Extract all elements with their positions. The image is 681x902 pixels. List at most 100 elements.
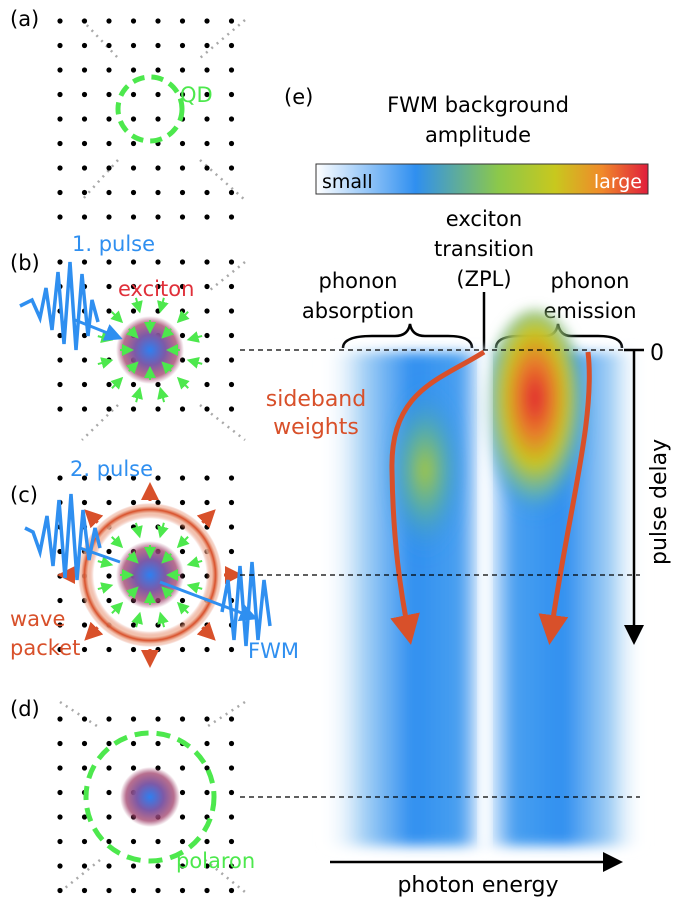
zpl-label-line3: (ZPL) <box>456 267 511 291</box>
lattice-displacement-arrow <box>110 376 124 390</box>
lattice-dot <box>81 646 88 653</box>
lattice-dot <box>106 406 112 412</box>
lattice-dot <box>130 116 137 122</box>
lattice-dot <box>106 765 112 771</box>
lattice-dot <box>81 259 88 265</box>
lattice-dot <box>204 381 210 388</box>
lattice-dot <box>155 18 161 24</box>
zpl-label-line1: exciton <box>446 207 522 231</box>
absorption-label-line2: absorption <box>302 299 414 323</box>
lattice-displacement-arrow <box>125 361 139 375</box>
absorption-hotspot <box>383 380 467 560</box>
lattice-dot <box>81 140 88 147</box>
lattice-dot <box>155 283 161 290</box>
lattice-dot <box>81 765 88 771</box>
sideband-arrow-emission <box>538 351 592 645</box>
lattice-dot <box>204 332 210 339</box>
lattice-dot <box>130 499 137 506</box>
lattice-dot <box>155 42 161 49</box>
lattice-dot <box>81 18 88 24</box>
lattice-dot <box>57 887 63 894</box>
lattice-dot <box>130 259 137 265</box>
lattice-dot <box>81 622 88 628</box>
panel-d-guides <box>59 700 246 893</box>
lattice-dot <box>204 789 210 796</box>
pulse-2-wavepacket <box>24 493 102 581</box>
lattice-dot <box>130 140 137 147</box>
lattice-dot <box>81 67 88 73</box>
lattice-dot <box>130 67 137 73</box>
lattice-dot <box>228 646 235 653</box>
lattice-dot <box>179 18 186 24</box>
lattice-dot <box>57 332 63 339</box>
lattice-dot <box>130 716 137 722</box>
quantum-dot-circle <box>115 74 185 144</box>
lattice-dot <box>179 308 186 314</box>
lattice-dot <box>57 716 63 722</box>
lattice-dot <box>130 838 137 845</box>
pulse-2-arrow-in <box>79 546 121 564</box>
lattice-dot <box>228 475 235 481</box>
lattice-dot <box>81 887 88 894</box>
lattice-dot <box>130 646 137 653</box>
panel-b-label: (b) <box>10 251 40 275</box>
lattice-dot <box>130 91 137 98</box>
lattice-dot <box>106 67 112 73</box>
lattice-dot <box>228 308 235 314</box>
lattice-dot <box>57 42 63 49</box>
lattice-dot <box>81 499 88 506</box>
lattice-dot <box>57 18 63 24</box>
lattice-dot <box>228 332 235 339</box>
lattice-dot <box>155 887 161 894</box>
panel-e: (e) FWM background amplitude small large… <box>266 85 672 898</box>
pulse-1-label: 1. pulse <box>72 232 155 256</box>
packet-label: packet <box>10 636 80 660</box>
lattice-dot <box>57 381 63 388</box>
lattice-dot <box>179 475 186 481</box>
panel-a-lattice <box>57 18 235 220</box>
lattice-displacement-arrow <box>161 550 175 564</box>
panel-b-guides <box>81 261 246 441</box>
lattice-dot <box>204 765 210 771</box>
lattice-displacement-arrow <box>186 357 203 369</box>
lattice-displacement-arrow <box>125 586 139 600</box>
lattice-dot <box>57 475 63 481</box>
lattice-dot <box>179 838 186 845</box>
colorbar <box>315 163 649 195</box>
lattice-dot <box>228 406 235 412</box>
zpl-gap <box>480 352 490 846</box>
lattice-dot <box>228 716 235 722</box>
panel-c-label: (c) <box>10 483 38 507</box>
lattice-dot <box>204 622 210 628</box>
lattice-dot <box>81 42 88 49</box>
lattice-dot <box>106 863 112 869</box>
lattice-dot <box>155 214 161 220</box>
lattice-dot <box>106 189 112 196</box>
lattice-dot <box>57 214 63 220</box>
lattice-dot <box>155 646 161 653</box>
lattice-dot <box>155 91 161 98</box>
lattice-dot <box>57 140 63 147</box>
emission-label-line2: emission <box>543 299 636 323</box>
lattice-dot <box>204 18 210 24</box>
lattice-dot <box>57 597 63 604</box>
lattice-dot <box>106 838 112 845</box>
lattice-dot <box>228 789 235 796</box>
lattice-dot <box>57 406 63 412</box>
lattice-dot <box>204 259 210 265</box>
exciton-green-arrows <box>97 297 203 403</box>
wave-packet-red-arrows <box>57 482 243 668</box>
lattice-dot <box>81 475 88 481</box>
lattice-displacement-arrow <box>110 310 124 324</box>
lattice-dot <box>81 838 88 845</box>
lattice-dot <box>204 887 210 894</box>
lattice-dot <box>179 863 186 869</box>
absorption-brace <box>341 323 474 349</box>
pulse-2-label: 2. pulse <box>70 457 153 481</box>
lattice-dot <box>228 740 235 747</box>
lattice-dot <box>130 740 137 747</box>
lattice-dot <box>228 548 235 555</box>
lattice-dot <box>228 814 235 820</box>
lattice-dot <box>204 838 210 845</box>
colorbar-title-line2: amplitude <box>425 123 531 147</box>
